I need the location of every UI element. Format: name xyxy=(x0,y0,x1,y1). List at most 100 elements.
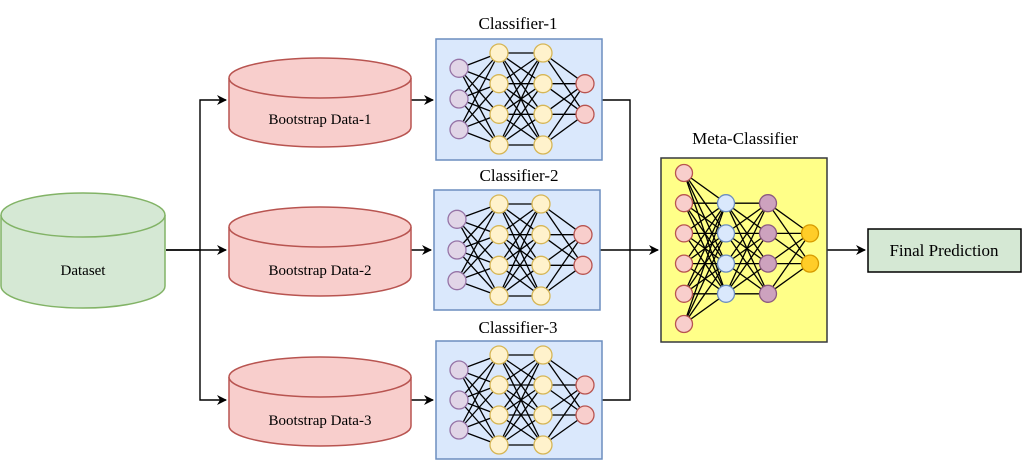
classifier-3-node xyxy=(533,375,553,395)
classifier-1-node xyxy=(449,89,469,109)
meta-classifier-node xyxy=(674,194,694,213)
classifier-1-edge xyxy=(498,52,544,115)
classifier-3-edge xyxy=(458,384,500,431)
classifier-3-edge xyxy=(458,354,500,431)
bootstrap-2-label: Bootstrap Data-2 xyxy=(269,263,372,279)
meta-classifier-edge xyxy=(725,202,769,295)
classifier-2-network xyxy=(447,194,593,306)
classifier-3: Classifier-3 xyxy=(435,318,603,460)
meta-classifier-node xyxy=(716,254,736,273)
classifier-2-node xyxy=(489,194,509,214)
classifier-3-edge xyxy=(458,354,500,401)
meta-classifier-network xyxy=(674,163,820,334)
classifier-3-edge xyxy=(542,384,586,446)
bootstrap-1-label: Bootstrap Data-1 xyxy=(269,112,372,128)
classifier-3-node xyxy=(449,360,469,380)
classifier-3-node xyxy=(575,405,595,425)
meta-classifier-node xyxy=(758,194,778,213)
classifier-1-node xyxy=(533,135,553,155)
meta-classifier-node xyxy=(674,163,694,183)
classifier-3-node xyxy=(533,435,553,455)
classifier-2-node xyxy=(531,286,551,306)
classifier-1-node xyxy=(533,43,553,63)
bootstrap-cylinder-2: Bootstrap Data-2 xyxy=(228,206,412,297)
meta-classifier-title: Meta-Classifier xyxy=(692,129,798,148)
bootstrap-2-top xyxy=(228,206,412,248)
meta-classifier-node xyxy=(674,224,694,243)
meta-classifier-node xyxy=(800,254,820,273)
classifier-1: Classifier-1 xyxy=(435,14,603,161)
classifier-2-title: Classifier-2 xyxy=(480,166,559,185)
classifier-2-node xyxy=(531,194,551,214)
meta-classifier-node xyxy=(716,224,736,243)
meta-classifier-node xyxy=(674,254,694,273)
classifier-1-edge xyxy=(542,83,586,146)
classifier-3-node xyxy=(489,405,509,425)
classifier-1-node xyxy=(575,104,595,124)
arrow-classifier-3-to-meta xyxy=(602,250,631,401)
classifier-1-node xyxy=(533,104,553,124)
arrow-classifier-1-to-meta xyxy=(602,99,631,250)
meta-classifier-edge xyxy=(683,263,727,325)
classifier-2-edge xyxy=(498,203,542,266)
arrow-dataset-to-bootstrap-3 xyxy=(199,250,227,405)
bootstrap-3-top xyxy=(228,356,412,398)
classifier-3-node xyxy=(449,390,469,410)
classifier-2-node xyxy=(573,255,593,275)
classifier-3-title: Classifier-3 xyxy=(479,318,558,337)
meta-classifier-edge xyxy=(683,233,727,325)
classifier-3-node xyxy=(533,405,553,425)
classifier-1-node xyxy=(575,74,595,94)
meta-classifier-node xyxy=(758,224,778,243)
dataset-cylinder-top xyxy=(0,192,166,238)
meta-classifier: Meta-Classifier xyxy=(660,129,828,343)
classifier-3-node xyxy=(533,345,553,365)
classifier-2-node xyxy=(447,209,467,229)
classifier-2-node xyxy=(573,225,593,245)
classifier-1-edge xyxy=(458,52,500,130)
classifier-3-node xyxy=(489,375,509,395)
classifier-1-node xyxy=(533,74,553,94)
meta-classifier-edge xyxy=(683,202,727,295)
classifier-2: Classifier-2 xyxy=(433,166,601,311)
classifier-2-node xyxy=(531,225,551,245)
meta-classifier-node xyxy=(716,194,736,213)
classifier-2-node xyxy=(447,240,467,260)
classifier-1-node xyxy=(449,58,469,78)
arrow-dataset-to-bootstrap-1 xyxy=(166,95,227,251)
classifier-2-edge xyxy=(498,203,542,297)
classifier-1-node xyxy=(449,120,469,140)
classifier-1-edge xyxy=(498,83,544,146)
classifier-2-node xyxy=(489,286,509,306)
dataset-label: Dataset xyxy=(61,263,107,279)
meta-classifier-edge xyxy=(683,202,727,264)
classifier-2-edge xyxy=(456,234,500,282)
classifier-3-node xyxy=(489,345,509,365)
bootstrap-cylinder-3: Bootstrap Data-3 xyxy=(228,356,412,447)
dataset-cylinder-body xyxy=(0,215,166,309)
meta-classifier-node xyxy=(674,314,694,334)
classifier-2-node xyxy=(489,225,509,245)
classifier-1-node xyxy=(489,135,509,155)
classifier-1-node xyxy=(489,74,509,94)
classifier-2-edge xyxy=(540,234,584,297)
classifier-3-node xyxy=(489,435,509,455)
bootstrap-cylinder-1: Bootstrap Data-1 xyxy=(228,57,412,148)
bootstrap-1-top xyxy=(228,57,412,99)
meta-classifier-node xyxy=(716,284,736,303)
meta-classifier-node xyxy=(758,284,778,303)
dataset-cylinder: Dataset xyxy=(0,192,166,309)
classifier-1-network xyxy=(449,43,595,155)
classifier-3-network xyxy=(449,345,595,455)
classifier-1-edge xyxy=(458,52,500,100)
final-prediction-label: Final Prediction xyxy=(889,241,999,260)
meta-classifier-node xyxy=(800,224,820,243)
classifier-1-edge xyxy=(458,83,500,131)
final-prediction-box xyxy=(867,228,1022,273)
classifier-2-edge xyxy=(456,203,500,251)
meta-classifier-node xyxy=(674,284,694,303)
classifier-1-title: Classifier-1 xyxy=(479,14,558,33)
classifier-2-node xyxy=(531,255,551,275)
classifier-3-edge xyxy=(498,384,544,446)
